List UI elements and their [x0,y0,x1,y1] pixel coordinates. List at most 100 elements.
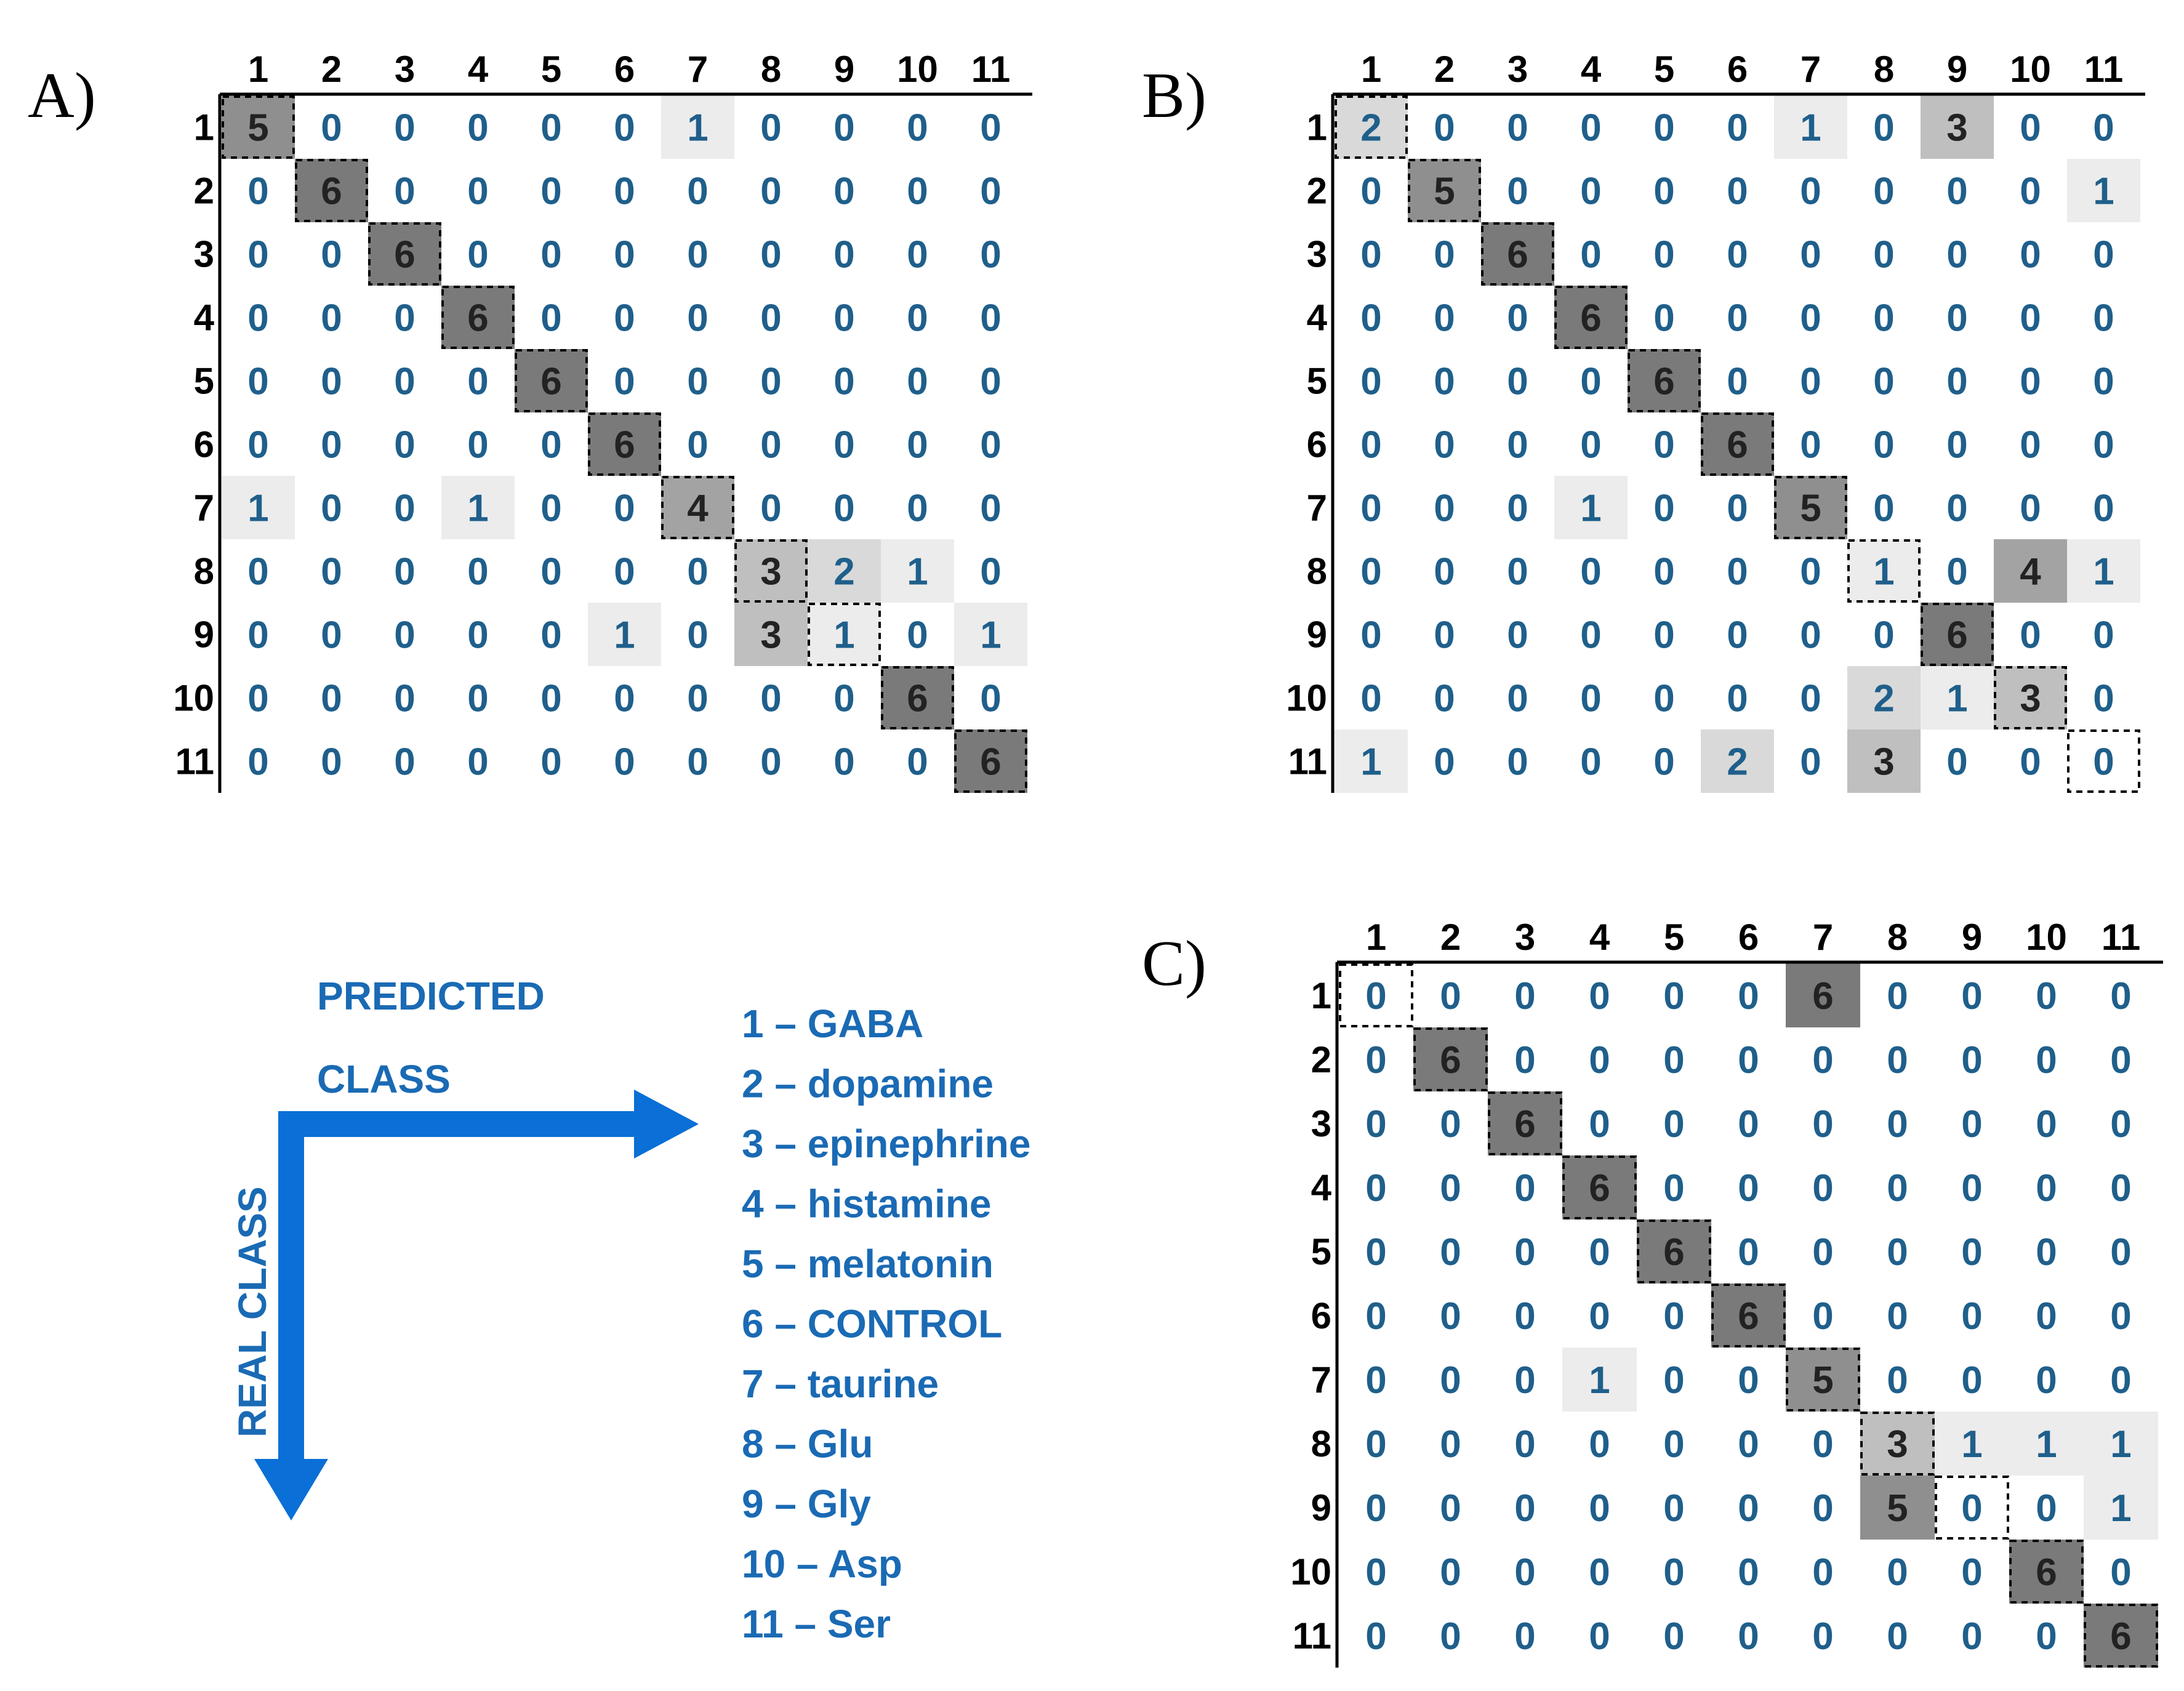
cell-value: 0 [1365,1487,1386,1530]
cell-value: 2 [833,551,854,593]
cell-shade [222,95,295,159]
cell-value: 0 [1514,1039,1535,1082]
cell-value: 0 [1738,1103,1759,1146]
cell-value: 0 [1580,424,1601,467]
cell-value: 0 [247,361,268,403]
cell-value: 6 [1663,1231,1684,1274]
cell-value: 0 [2036,1103,2057,1146]
predicted-class-label-line1: PREDICTED [317,974,545,1018]
cell-value: 6 [1589,1167,1610,1210]
cell-value: 1 [467,488,488,530]
cell-value: 0 [1663,1359,1684,1402]
cell-value: 0 [321,424,342,467]
row-header: 3 [1307,234,1327,275]
cell-shade [881,666,954,729]
cell-value: 0 [1365,1167,1386,1210]
cell-shade [2067,159,2140,222]
cell-value: 0 [1653,297,1674,340]
column-header: 8 [1887,917,1908,958]
cell-value: 0 [1434,297,1455,340]
cell-value: 0 [1961,1487,1982,1530]
cell-value: 0 [1946,361,1967,403]
cell-shade [441,286,515,349]
cell-value: 0 [1663,1615,1684,1658]
cell-value: 6 [1507,234,1528,276]
cell-value: 0 [1365,1551,1386,1594]
cell-value: 0 [1873,361,1894,403]
cell-value: 0 [247,551,268,593]
cell-shade [1628,349,1701,412]
cell-value: 1 [1946,678,1967,720]
cell-value: 0 [1580,551,1601,593]
row-header: 8 [1311,1423,1331,1464]
cell-value: 0 [1873,234,1894,276]
row-header: 3 [194,234,214,275]
diagonal-outline [1847,539,1921,603]
cell-value: 0 [540,171,561,213]
cell-shade [954,603,1027,666]
cell-value: 0 [1653,171,1674,213]
column-header: 2 [1440,917,1461,958]
cell-value: 0 [1727,678,1748,720]
cell-value: 0 [687,297,708,340]
cell-value: 0 [1365,1423,1386,1466]
cell-shade [295,159,368,222]
cell-value: 6 [1738,1295,1759,1338]
cell-value: 0 [1812,1167,1833,1210]
cell-value: 0 [394,551,415,593]
cell-value: 0 [1440,1615,1461,1658]
cell-shade [1637,1219,1711,1283]
cell-value: 0 [1873,614,1894,657]
cell-value: 0 [1738,1359,1759,1402]
column-header: 7 [688,49,708,90]
cell-value: 0 [1360,361,1381,403]
cell-value: 0 [2020,424,2041,467]
cell-value: 0 [321,488,342,530]
diagonal-outline [222,95,295,159]
cell-value: 0 [1961,1551,1982,1594]
cell-value: 0 [1653,551,1674,593]
cell-value: 0 [467,171,488,213]
cell-value: 0 [2036,1359,2057,1402]
cell-value: 0 [980,551,1001,593]
cell-value: 0 [1738,1167,1759,1210]
cell-value: 0 [2110,1231,2131,1274]
cell-value: 0 [833,678,854,720]
cell-value: 0 [1434,488,1455,530]
cell-shade [1481,222,1554,286]
cell-value: 0 [1514,1423,1535,1466]
cell-value: 0 [1800,741,1821,784]
cell-shade [588,412,661,476]
cell-value: 0 [2020,488,2041,530]
cell-value: 0 [2110,975,2131,1018]
cell-value: 0 [2093,234,2114,276]
cell-value: 1 [1580,488,1601,530]
cell-value: 0 [1663,1551,1684,1594]
cell-value: 0 [247,678,268,720]
cell-shade [1335,729,1408,793]
cell-value: 0 [1507,297,1528,340]
cell-shade [661,95,734,159]
cell-value: 5 [1812,1359,1833,1402]
cell-value: 0 [1738,975,1759,1018]
column-header: 6 [614,49,635,90]
column-header: 11 [2084,49,2123,90]
cell-value: 0 [1580,741,1601,784]
cell-value: 0 [614,107,635,150]
cell-value: 0 [1434,361,1455,403]
row-header: 6 [1307,424,1327,465]
cell-shade [1847,729,1921,793]
cell-shade [1408,159,1481,222]
cell-value: 0 [1887,975,1908,1018]
row-header: 6 [194,424,214,465]
cell-value: 1 [687,107,708,150]
cell-value: 0 [1580,361,1601,403]
cell-value: 0 [2110,1103,2131,1146]
cell-value: 6 [1812,975,1833,1018]
cell-value: 1 [907,551,928,593]
cell-value: 0 [321,741,342,784]
diagonal-outline [2067,729,2140,793]
cell-value: 0 [1653,424,1674,467]
class-list-item: 3 – epinephrine [742,1122,1030,1166]
